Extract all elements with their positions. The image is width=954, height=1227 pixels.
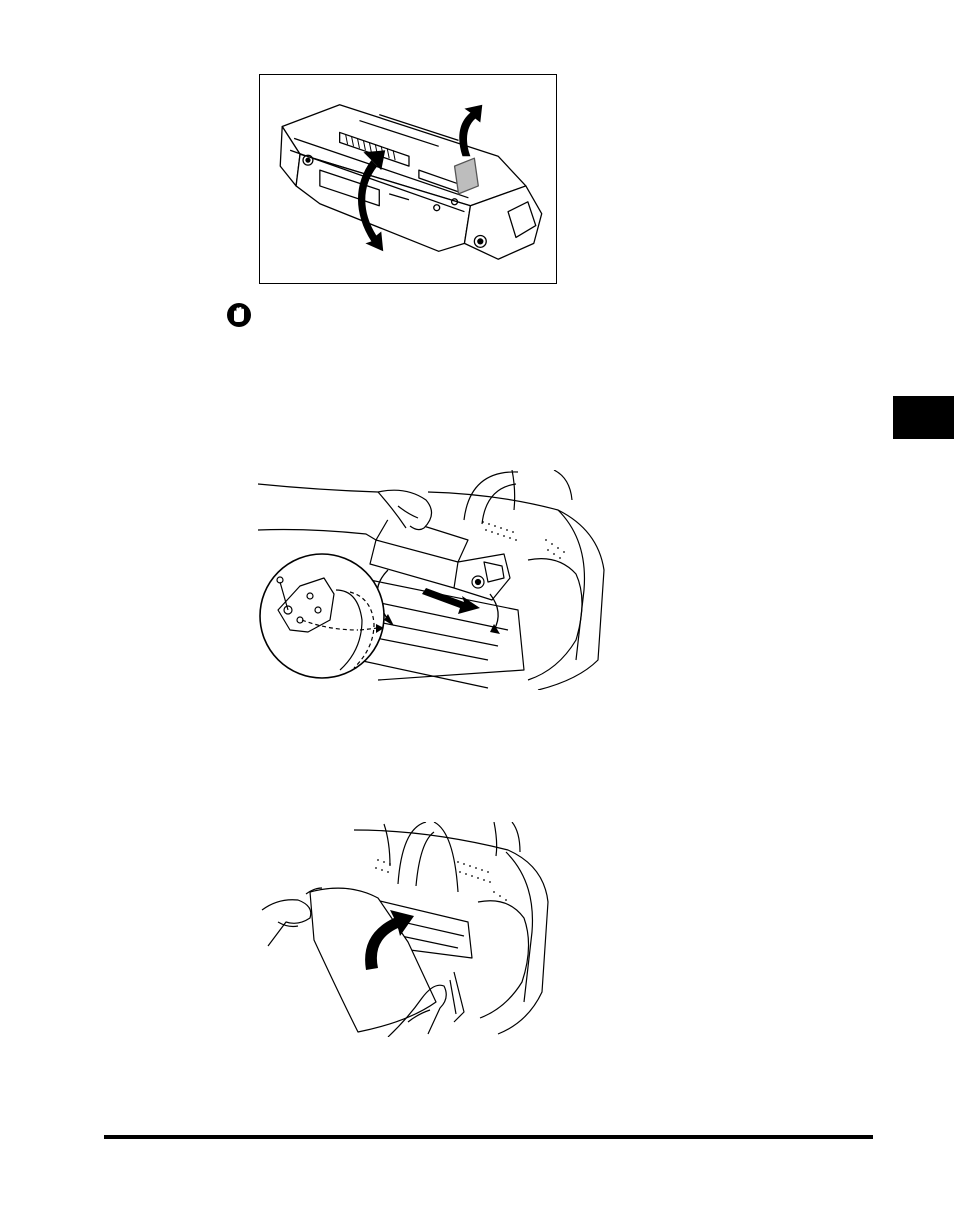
chapter-tab [893, 396, 954, 439]
toner-cartridge-illustration [260, 75, 556, 283]
close-cover-figure [258, 822, 550, 1037]
important-hand-icon [226, 302, 252, 328]
cartridge-insertion-illustration [258, 470, 610, 690]
cartridge-insertion-figure [258, 470, 610, 690]
close-front-cover-illustration [258, 822, 550, 1037]
footer-rule [104, 1135, 873, 1139]
toner-cartridge-figure [259, 74, 557, 284]
